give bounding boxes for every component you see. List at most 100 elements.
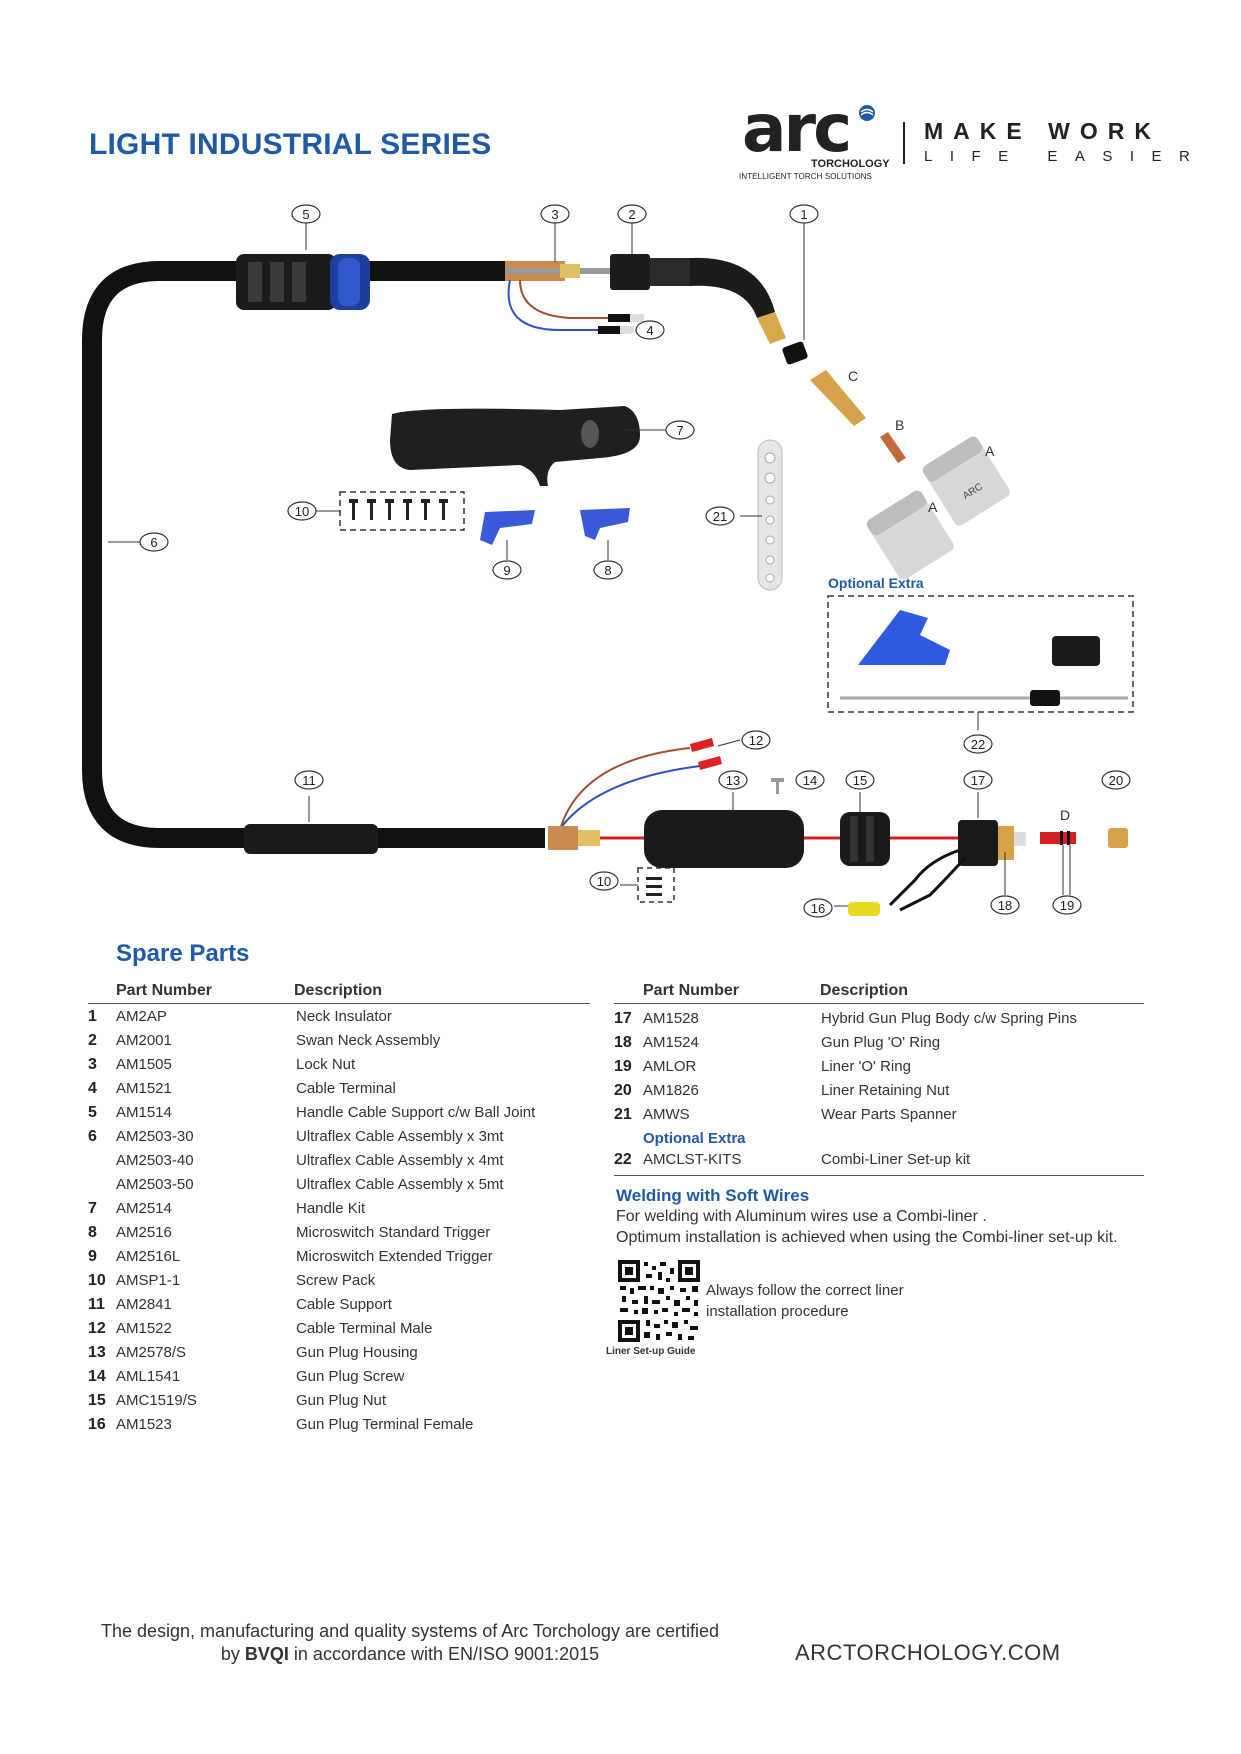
certification-text: The design, manufacturing and quality sy… bbox=[90, 1620, 730, 1666]
col-head-desc-left: Description bbox=[294, 982, 383, 999]
row-number: 8 bbox=[88, 1224, 97, 1241]
liner-retaining-nut bbox=[1108, 828, 1128, 848]
part-number: AM2503-30 bbox=[116, 1128, 194, 1145]
part-description: Gun Plug Screw bbox=[296, 1368, 405, 1385]
row-number: 12 bbox=[88, 1320, 106, 1337]
logo-swirl-icon bbox=[859, 105, 875, 121]
part-description: Cable Terminal Male bbox=[296, 1320, 433, 1337]
callout-10-top: 10 bbox=[287, 501, 317, 521]
callout-1: 1 bbox=[789, 204, 819, 224]
torch-parts-diagram: ARC Optional Extra bbox=[82, 204, 1134, 918]
part-description: Microswitch Standard Trigger bbox=[296, 1224, 491, 1241]
row-number: 4 bbox=[88, 1080, 97, 1097]
svg-text:20: 20 bbox=[1109, 773, 1123, 788]
part-number: AM1528 bbox=[643, 1010, 699, 1027]
qr-note-line-1: Always follow the correct liner bbox=[706, 1282, 904, 1299]
part-description: Gun Plug Housing bbox=[296, 1344, 418, 1361]
part-number: AM2514 bbox=[116, 1200, 172, 1217]
part-description: Screw Pack bbox=[296, 1272, 376, 1289]
handle bbox=[390, 406, 640, 486]
part-description: Ultraflex Cable Assembly x 4mt bbox=[296, 1152, 504, 1169]
part-number: AMSP1-1 bbox=[116, 1272, 181, 1289]
letter-a-lower: A bbox=[928, 499, 938, 515]
part-number: AM1523 bbox=[116, 1416, 172, 1433]
table-row: 16 AM1523 Gun Plug Terminal Female bbox=[88, 1416, 588, 1440]
wire-blue bbox=[507, 279, 600, 331]
swan-neck bbox=[610, 254, 786, 344]
col-head-part-right: Part Number bbox=[643, 982, 740, 999]
soft-wires-line-2: Optimum installation is achieved when us… bbox=[616, 1229, 1118, 1246]
svg-text:9: 9 bbox=[503, 563, 510, 578]
callout-2: 2 bbox=[617, 204, 647, 224]
part-number: AML1541 bbox=[116, 1368, 181, 1385]
callout-8: 8 bbox=[593, 560, 623, 580]
slogan-line-2: LIFE EASIER bbox=[924, 148, 1208, 165]
svg-text:19: 19 bbox=[1060, 898, 1074, 913]
callout-12: 12 bbox=[741, 730, 771, 750]
part-description: Cable Support bbox=[296, 1296, 392, 1313]
row-number: 5 bbox=[88, 1104, 97, 1121]
svg-text:8: 8 bbox=[604, 563, 611, 578]
part-description: Microswitch Extended Trigger bbox=[296, 1248, 493, 1265]
svg-text:17: 17 bbox=[971, 773, 985, 788]
part-number: AM2AP bbox=[116, 1008, 167, 1025]
logo-torchology: TORCHOLOGY bbox=[811, 158, 890, 170]
col-head-desc-right: Description bbox=[820, 982, 909, 999]
table-row: 22 AMCLST-KITS Combi-Liner Set-up kit bbox=[614, 1151, 971, 1168]
yellow-terminal bbox=[848, 902, 880, 916]
letter-c: C bbox=[848, 368, 858, 384]
tip-holder bbox=[810, 370, 866, 426]
optional-extra-label: Optional Extra bbox=[643, 1130, 746, 1147]
callout-13: 13 bbox=[718, 770, 748, 790]
rule-right-bottom bbox=[614, 1175, 1144, 1176]
trigger-extended bbox=[480, 510, 535, 545]
part-number: AMLOR bbox=[643, 1058, 697, 1075]
part-number: AM1514 bbox=[116, 1104, 172, 1121]
svg-text:7: 7 bbox=[676, 423, 683, 438]
qr-code-icon[interactable] bbox=[618, 1260, 700, 1342]
row-number: 1 bbox=[88, 1008, 97, 1025]
row-number: 9 bbox=[88, 1248, 97, 1265]
part-number: AM1524 bbox=[643, 1034, 699, 1051]
row-number: 16 bbox=[88, 1416, 106, 1433]
nozzle-lower bbox=[866, 490, 954, 580]
liner-end bbox=[1040, 832, 1076, 844]
part-number: AM1826 bbox=[643, 1082, 699, 1099]
part-number: AM2516L bbox=[116, 1248, 181, 1265]
soft-wires-line-1: For welding with Aluminum wires use a Co… bbox=[616, 1208, 987, 1225]
table-row: 14 AML1541 Gun Plug Screw bbox=[88, 1368, 588, 1392]
svg-text:12: 12 bbox=[749, 733, 763, 748]
part-description: Handle Kit bbox=[296, 1200, 366, 1217]
website-link[interactable]: ARCTORCHOLOGY.COM bbox=[795, 1640, 1061, 1665]
part-description: Liner Retaining Nut bbox=[821, 1082, 950, 1099]
gun-plug-nut bbox=[840, 812, 890, 866]
part-description: Cable Terminal bbox=[296, 1080, 396, 1097]
row-number: 13 bbox=[88, 1344, 106, 1361]
header-divider bbox=[903, 122, 905, 164]
contact-tip bbox=[880, 432, 906, 463]
callout-22: 22 bbox=[963, 734, 993, 754]
screw-pack-box-lower bbox=[637, 867, 675, 903]
optional-extra-box bbox=[827, 595, 1134, 713]
part-number: AM1521 bbox=[116, 1080, 172, 1097]
row-number: 14 bbox=[88, 1368, 106, 1385]
svg-text:22: 22 bbox=[971, 737, 985, 752]
callout-7: 7 bbox=[665, 420, 695, 440]
series-title: LIGHT INDUSTRIAL SERIES bbox=[89, 128, 492, 161]
row-number: 6 bbox=[88, 1128, 97, 1145]
svg-text:2: 2 bbox=[628, 207, 635, 222]
part-description: Gun Plug Terminal Female bbox=[296, 1416, 474, 1433]
row-number: 7 bbox=[88, 1200, 97, 1217]
svg-text:4: 4 bbox=[646, 323, 653, 338]
callout-16: 16 bbox=[803, 898, 833, 918]
letter-b: B bbox=[895, 417, 904, 433]
